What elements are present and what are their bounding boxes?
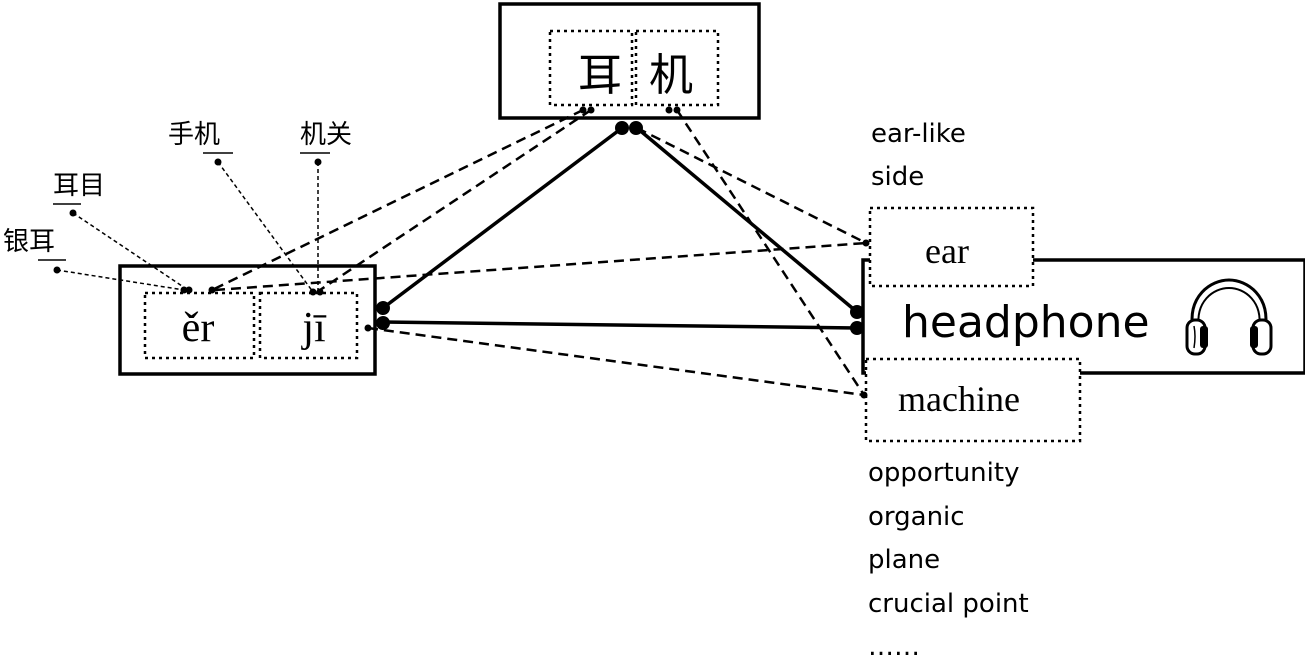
node-hanzi-char1b — [587, 106, 595, 114]
node-hanzi-char2 — [665, 106, 673, 114]
nodes — [53, 106, 870, 399]
hanzi-char1: 耳 — [578, 50, 622, 101]
node-er-1 — [180, 286, 188, 294]
node-compound-shouji — [214, 158, 222, 166]
dash-link-ji-hanzi-er — [316, 108, 592, 294]
pinyin-syl2-box — [258, 291, 359, 360]
machine-sense-1: opportunity — [868, 458, 1019, 488]
compound-link-shouji — [217, 161, 314, 293]
hanzi-box: 耳 机 — [498, 2, 761, 120]
links — [56, 108, 867, 397]
dash-link-er-hanzi-er — [211, 108, 584, 292]
node-ear — [862, 239, 870, 247]
machine-label: machine — [898, 379, 1020, 419]
ear-sense-1: ear-like — [871, 119, 966, 149]
hanzi-char2: 机 — [649, 50, 693, 101]
solid-link-hanzi-pinyin — [381, 126, 624, 310]
english-word: headphone — [902, 297, 1150, 348]
node-pinyin-bottom — [376, 316, 390, 330]
machine-sense-2: organic — [868, 502, 965, 532]
pinyin-syl1-box — [143, 291, 256, 360]
machine-box — [864, 357, 1082, 443]
node-compound-jiguan — [314, 158, 322, 166]
node-compound-yiner — [53, 266, 61, 274]
node-ji-1 — [309, 288, 317, 296]
node-english-top — [850, 305, 864, 319]
machine-senses: opportunity organic plane crucial point … — [868, 458, 1029, 662]
pinyin-box-frame — [118, 264, 377, 376]
hanzi-char1-box — [548, 29, 634, 107]
node-compound-ermu — [69, 209, 77, 217]
ear-box-bg — [870, 208, 1033, 286]
headphones-icon — [1185, 278, 1273, 356]
compound-jiguan: 机关 — [300, 120, 352, 150]
machine-sense-3: plane — [868, 545, 940, 575]
compound-link-ermu — [72, 212, 189, 291]
hanzi-char2-box — [634, 29, 720, 107]
solid-link-pinyin-english — [382, 320, 858, 330]
machine-sense-4: crucial point — [868, 589, 1029, 619]
compound-shouji: 手机 — [168, 120, 220, 150]
solid-link-hanzi-english — [635, 126, 859, 314]
pinyin-box: ěr jī — [118, 264, 377, 376]
dash-link-ji-hanzi-machine — [675, 109, 866, 396]
ear-label: ear — [925, 231, 969, 271]
compound-words: 银耳 耳目 手机 机关 — [3, 120, 352, 261]
node-pinyin-top — [376, 301, 390, 315]
compound-ermu: 耳目 — [53, 171, 105, 201]
dash-link-er-hanzi-ear — [636, 126, 867, 245]
node-hanzi-char1 — [579, 106, 587, 114]
pinyin-syl2: jī — [300, 305, 327, 351]
node-hanzi-char2b — [673, 106, 681, 114]
machine-sense-5: …… — [868, 632, 920, 662]
ear-sense-2: side — [871, 162, 924, 192]
node-machine — [860, 391, 868, 399]
english-box: headphone ear machine — [861, 206, 1305, 443]
english-box-frame — [861, 258, 1305, 375]
node-english-bottom — [850, 321, 864, 335]
machine-box-bg — [866, 359, 1080, 441]
node-er-3 — [208, 286, 216, 294]
pinyin-syl1: ěr — [182, 305, 215, 351]
node-er-2 — [185, 286, 193, 294]
ear-box — [868, 206, 1035, 288]
node-ji-3 — [364, 324, 372, 332]
hanzi-box-frame — [498, 2, 761, 120]
node-hanzi-right — [629, 121, 643, 135]
node-hanzi-left — [615, 121, 629, 135]
dash-link-er-pinyin-ear — [214, 241, 867, 292]
ear-senses: ear-like side — [871, 119, 966, 192]
dash-link-ji-pinyin-machine — [367, 326, 865, 397]
compound-yiner: 银耳 — [3, 227, 55, 257]
node-ji-2 — [316, 288, 324, 296]
